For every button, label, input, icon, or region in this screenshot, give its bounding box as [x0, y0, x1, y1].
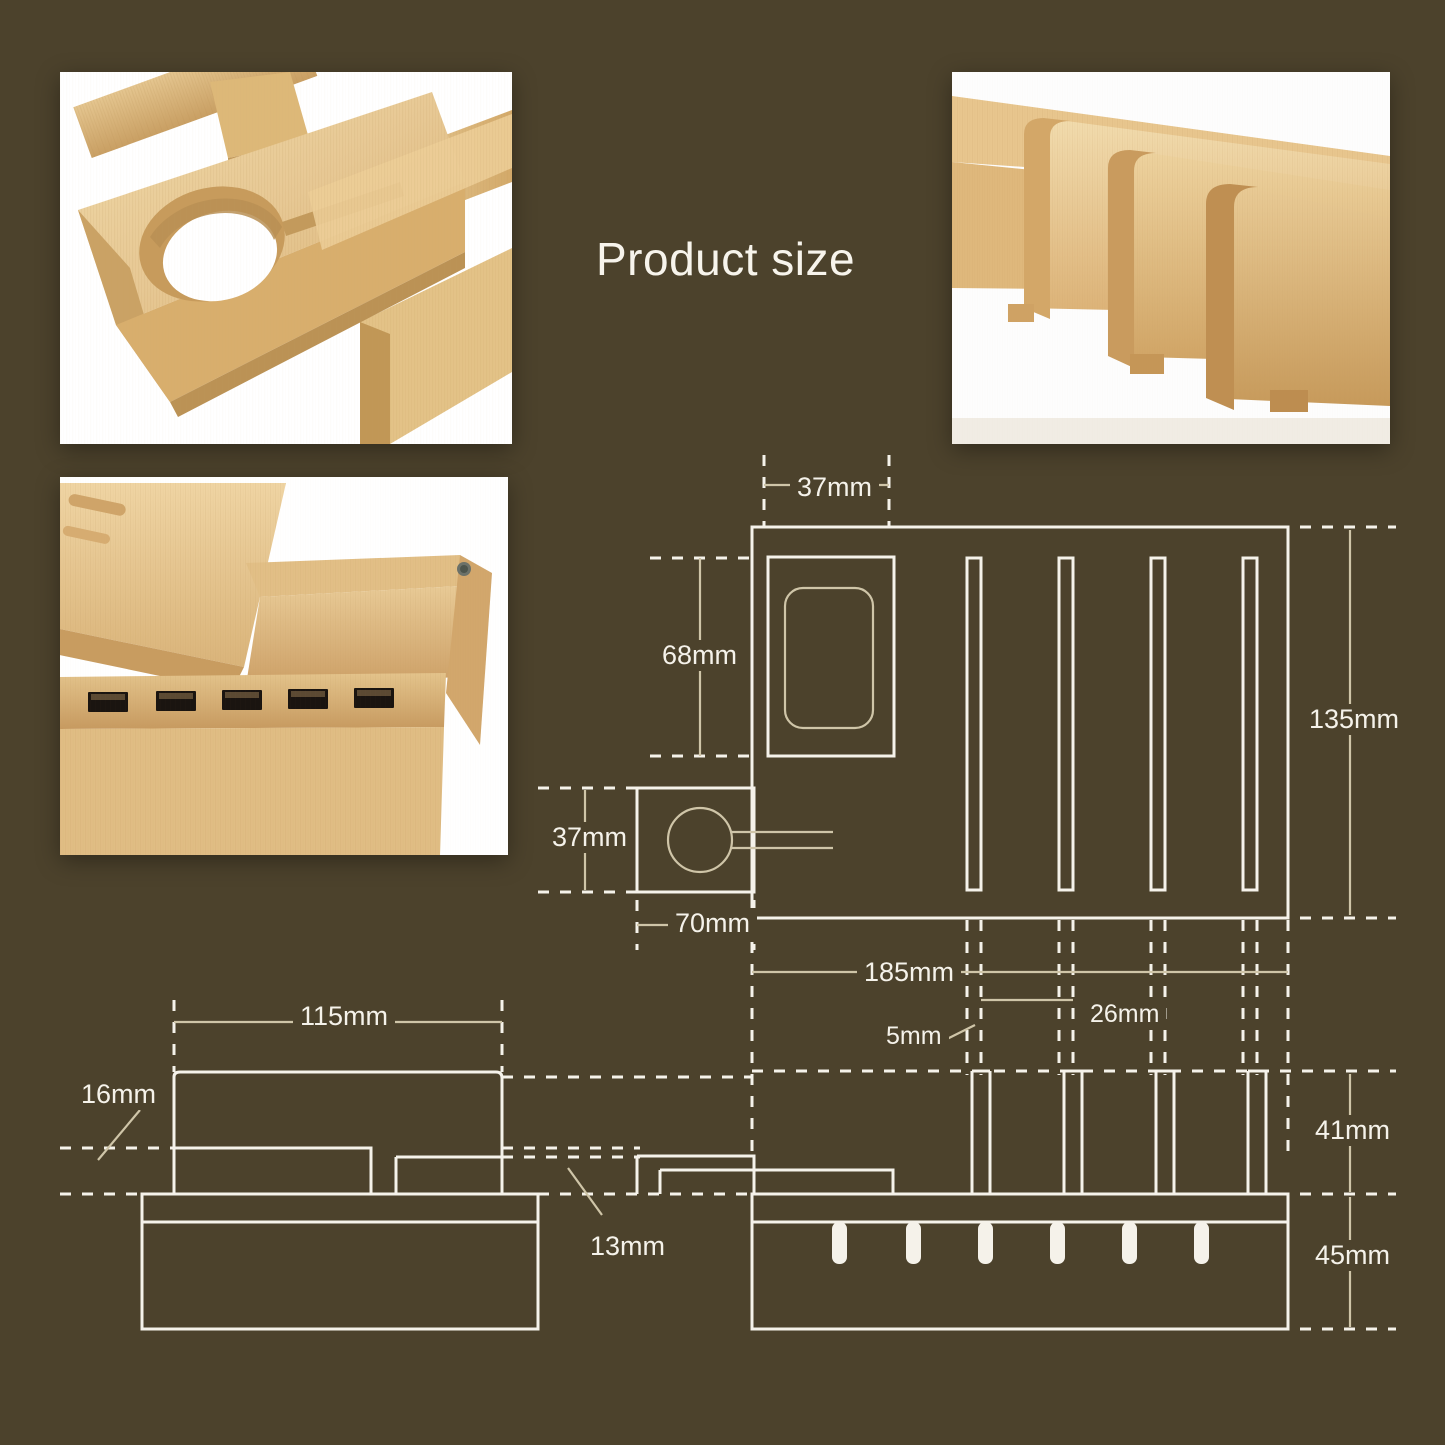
dimension-label-45mm: 45mm [1308, 1240, 1398, 1272]
side-left-base [140, 1192, 540, 1331]
top-view-slot-4 [1241, 556, 1259, 892]
page-title: Product size [596, 233, 856, 285]
top-view-cradle-recess [766, 555, 896, 758]
side-right-step [660, 1168, 895, 1194]
side-left-step-1 [174, 1146, 373, 1194]
side-right-base [750, 1192, 1290, 1331]
photo-divider-fins-detail [952, 72, 1390, 444]
top-view-slot-2 [1057, 556, 1075, 892]
side-right-fin-2 [1062, 1069, 1084, 1193]
side-left-backplate [172, 1070, 504, 1194]
dimension-label-5mm: 5mm [879, 1022, 949, 1051]
top-view-notch-box [635, 786, 756, 894]
side-right-fin-1 [970, 1069, 992, 1193]
dimension-label-37mm-left: 37mm [545, 822, 635, 854]
photo-usb-ports-detail [60, 477, 508, 855]
top-view-phone-cradle [783, 586, 875, 730]
side-right-notch-top [637, 1154, 756, 1194]
dimension-label-26mm: 26mm [1083, 1000, 1167, 1029]
dimension-label-16mm: 16mm [74, 1079, 164, 1111]
top-view-cable-slot [731, 830, 833, 850]
side-right-fin-4 [1246, 1069, 1268, 1193]
dimension-label-37mm-top: 37mm [790, 472, 880, 504]
dimension-label-185mm: 185mm [857, 957, 962, 989]
top-view-slot-1 [965, 556, 983, 892]
photo-cable-hole-detail [60, 72, 512, 444]
side-right-usb-slots [832, 1222, 1209, 1264]
photo-usb-ports-image [60, 477, 508, 855]
dimension-label-68mm: 68mm [655, 640, 745, 672]
top-view-outline [750, 525, 1290, 920]
top-view-slot-3 [1149, 556, 1167, 892]
photo-cable-hole-image [60, 72, 512, 444]
top-view-cable-hole [666, 806, 734, 874]
photo-divider-fins-image [952, 72, 1390, 444]
side-right-fin-3 [1154, 1069, 1176, 1193]
dimension-label-115mm: 115mm [293, 1001, 396, 1033]
dimension-label-135mm: 135mm [1302, 704, 1407, 736]
dimension-label-13mm: 13mm [583, 1231, 673, 1263]
dimension-label-41mm: 41mm [1308, 1115, 1398, 1147]
dimension-label-70mm: 70mm [668, 908, 758, 940]
